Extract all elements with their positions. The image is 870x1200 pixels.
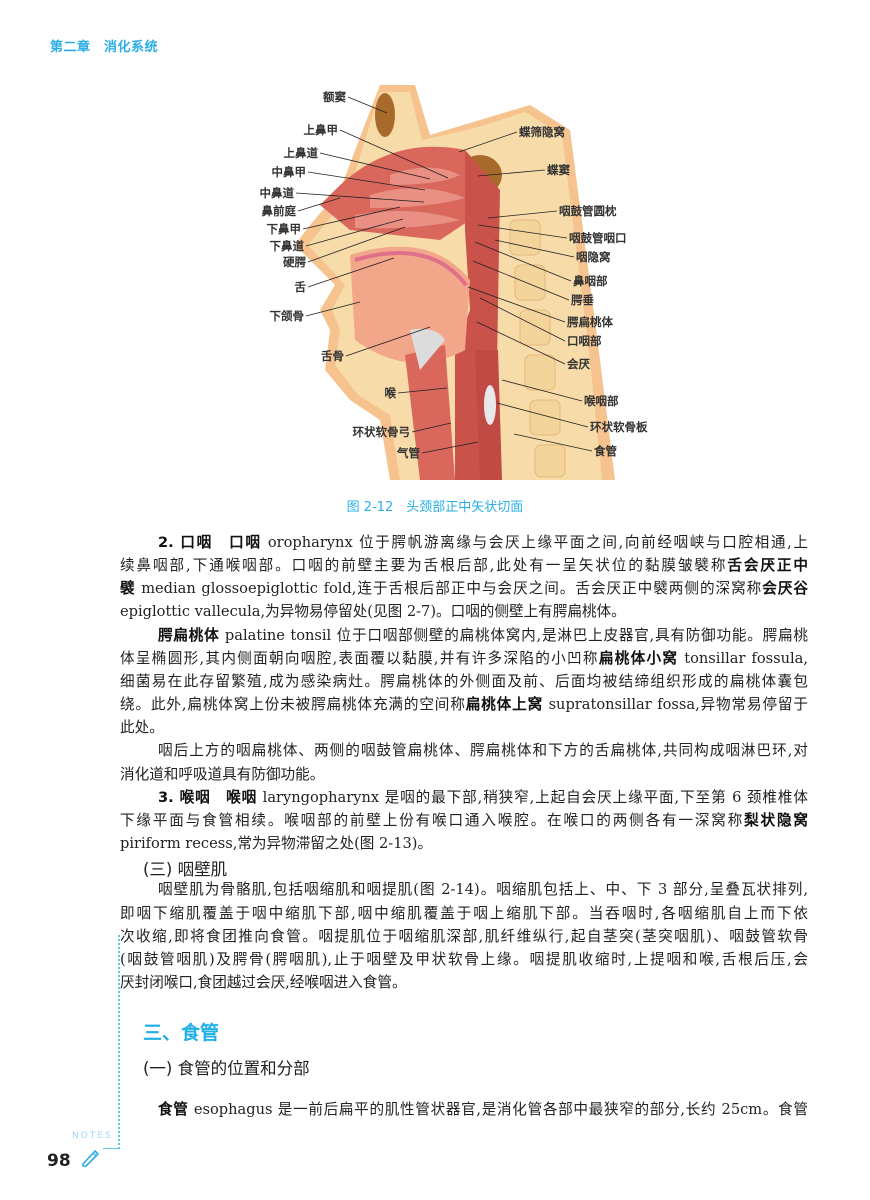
section-heading: 三、食管 xyxy=(143,1022,220,1044)
figure-label: 会厌 xyxy=(567,357,590,371)
text-line: epiglottic vallecula,为异物易停留处(见图 2-7)。口咽的… xyxy=(120,600,808,623)
text-segment: 次收缩,即将食团推向食管。咽提肌位于咽缩肌深部,肌纤维纵行,起自茎突(茎突咽肌)… xyxy=(120,927,808,945)
text-line: 咽后上方的咽扁桃体、两侧的咽鼓管扁桃体、腭扁桃体和下方的舌扁桃体,共同构成咽淋巴… xyxy=(158,739,808,762)
figure-label: 咽鼓管咽口 xyxy=(569,231,627,245)
text-segment: supratonsillar fossa,异物常易停留于 xyxy=(543,696,808,714)
text-segment: tonsillar fossula, xyxy=(678,649,808,667)
head-neck-sagittal-illustration xyxy=(295,85,615,480)
text-line: 次收缩,即将食团推向食管。咽提肌位于咽缩肌深部,肌纤维纵行,起自茎突(茎突咽肌)… xyxy=(120,925,808,948)
bold-term: 襞 xyxy=(120,580,136,598)
text-segment: laryngopharynx 是咽的最下部,稍狭窄,上起自会厌上缘平面,下至第 … xyxy=(257,788,808,806)
text-segment: 厌封闭喉口,食团越过会厌,经喉咽进入食管。 xyxy=(120,974,407,992)
text-line: 2. 口咽 口咽 oropharynx 位于腭帆游离缘与会厌上缘平面之间,向前经… xyxy=(158,531,808,554)
bold-term: 会厌谷 xyxy=(762,580,808,598)
bold-term: 舌会厌正中 xyxy=(727,557,808,575)
text-line: 腭扁桃体 palatine tonsil 位于口咽部侧壁的扁桃体窝内,是淋巴上皮… xyxy=(158,624,808,647)
text-line: 咽壁肌为骨骼肌,包括咽缩肌和咽提肌(图 2-14)。咽缩肌包括上、中、下 3 部… xyxy=(158,878,808,901)
text-segment: epiglottic vallecula,为异物易停留处(见图 2-7)。口咽的… xyxy=(120,603,626,621)
text-line: 食管 esophagus 是一前后扁平的肌性管状器官,是消化管各部中最狭窄的部分… xyxy=(158,1098,808,1121)
figure-label: 鼻咽部 xyxy=(573,274,608,288)
text-line: 绕。此外,扁桃体窝上份未被腭扁桃体充满的空间称扁桃体上窝 supratonsil… xyxy=(120,693,808,716)
text-line: 即咽下缩肌覆盖于咽中缩肌下部,咽中缩肌覆盖于咽上缩肌下部。当吞咽时,各咽缩肌自上… xyxy=(120,902,808,925)
text-segment: esophagus 是一前后扁平的肌性管状器官,是消化管各部中最狭窄的部分,长约… xyxy=(188,1101,808,1118)
figure-label: 腭垂 xyxy=(571,293,594,307)
text-segment: piriform recess,常为异物滞留之处(图 2-13)。 xyxy=(120,835,433,853)
figure-label: 中鼻道 xyxy=(259,186,295,200)
text-line: 襞 median glossoepiglottic fold,连于舌根后部正中与… xyxy=(120,577,808,600)
text-line: 3. 喉咽 喉咽 laryngopharynx 是咽的最下部,稍狭窄,上起自会厌… xyxy=(158,786,808,809)
figure-label: 下鼻甲 xyxy=(266,222,302,236)
bold-term: 腭扁桃体 xyxy=(158,626,220,644)
text-line: (咽鼓管咽肌)及腭骨(腭咽肌),止于咽壁及甲状软骨上缘。咽提肌收缩时,上提咽和喉… xyxy=(120,948,808,971)
text-segment: median glossoepiglottic fold,连于舌根后部正中与会厌… xyxy=(135,580,763,598)
figure-label: 下鼻道 xyxy=(269,239,305,253)
text-segment: 即咽下缩肌覆盖于咽中缩肌下部,咽中缩肌覆盖于咽上缩肌下部。当吞咽时,各咽缩肌自上… xyxy=(120,904,808,922)
text-line: 消化道和呼吸道具有防御功能。 xyxy=(120,763,808,786)
text-line: 此处。 xyxy=(120,716,808,739)
subsection-heading: (一) 食管的位置和分部 xyxy=(143,1059,310,1078)
figure-label: 蝶窦 xyxy=(547,163,570,177)
bold-term: 2. 口咽 口咽 xyxy=(158,534,262,551)
text-segment: palatine tonsil 位于口咽部侧壁的扁桃体窝内,是淋巴上皮器官,具有… xyxy=(219,626,808,644)
text-line: 厌封闭喉口,食团越过会厌,经喉咽进入食管。 xyxy=(120,971,808,994)
figure-label: 口咽部 xyxy=(567,334,602,348)
bold-term: 食管 xyxy=(158,1101,189,1118)
figure-label: 舌骨 xyxy=(321,349,344,363)
figure-caption: 图 2-12 头颈部正中矢状切面 xyxy=(346,500,524,515)
figure-label: 咽鼓管圆枕 xyxy=(559,204,617,218)
notes-label: NOTES xyxy=(72,1131,113,1141)
figure-label: 环状软骨板 xyxy=(590,420,648,434)
figure-label: 额窦 xyxy=(323,90,346,104)
figure-label: 喉咽部 xyxy=(584,394,619,408)
text-segment: 此处。 xyxy=(120,719,164,737)
bold-term: 3. 喉咽 喉咽 xyxy=(158,788,258,806)
text-segment: 续鼻咽部,下通喉咽部。口咽的前壁主要为舌根后部,此处有一呈矢状位的黏膜皱襞称 xyxy=(120,557,728,575)
text-line: 续鼻咽部,下通喉咽部。口咽的前壁主要为舌根后部,此处有一呈矢状位的黏膜皱襞称舌会… xyxy=(120,554,808,577)
bold-term: 扁桃体小窝 xyxy=(598,649,679,667)
bold-term: 扁桃体上窝 xyxy=(465,696,544,714)
text-segment: 下缘平面与食管相续。喉咽部的前壁上份有喉口通入喉腔。在喉口的两侧各有一深窝称 xyxy=(120,811,745,829)
figure-label: 中鼻甲 xyxy=(271,165,307,179)
figure-label: 环状软骨弓 xyxy=(352,425,411,439)
notes-margin-line-end xyxy=(103,1148,120,1149)
text-segment: 咽壁肌为骨骼肌,包括咽缩肌和咽提肌(图 2-14)。咽缩肌包括上、中、下 3 部… xyxy=(158,881,808,899)
text-segment: 绕。此外,扁桃体窝上份未被腭扁桃体充满的空间称 xyxy=(120,696,466,714)
text-segment: 消化道和呼吸道具有防御功能。 xyxy=(120,765,325,783)
text-segment: oropharynx 位于腭帆游离缘与会厌上缘平面之间,向前经咽峡与口腔相通,上 xyxy=(261,534,809,551)
page-number: 98 xyxy=(47,1151,71,1171)
text-line: piriform recess,常为异物滞留之处(图 2-13)。 xyxy=(120,832,808,855)
text-line: 细菌易在此存留繁殖,成为感染病灶。腭扁桃体的外侧面及前、后面均被结缔组织形成的扁… xyxy=(120,670,808,693)
bold-term: 梨状隐窝 xyxy=(744,811,808,829)
figure-label: 硬腭 xyxy=(283,255,306,269)
text-segment: (咽鼓管咽肌)及腭骨(腭咽肌),止于咽壁及甲状软骨上缘。咽提肌收缩时,上提咽和喉… xyxy=(120,950,808,968)
subsection-heading: (三) 咽壁肌 xyxy=(143,860,228,880)
figure-label: 食管 xyxy=(594,444,617,458)
figure-label: 腭扁桃体 xyxy=(567,315,613,329)
figure-label: 上鼻道 xyxy=(283,146,319,160)
text-segment: 细菌易在此存留繁殖,成为感染病灶。腭扁桃体的外侧面及前、后面均被结缔组织形成的扁… xyxy=(120,672,808,690)
text-line: 体呈椭圆形,其内侧面朝向咽腔,表面覆以黏膜,并有许多深陷的小凹称扁桃体小窝 to… xyxy=(120,647,808,670)
text-segment: 体呈椭圆形,其内侧面朝向咽腔,表面覆以黏膜,并有许多深陷的小凹称 xyxy=(120,649,599,667)
figure-label: 蝶筛隐窝 xyxy=(519,125,565,139)
figure-label: 喉 xyxy=(384,386,397,400)
text-segment: 咽后上方的咽扁桃体、两侧的咽鼓管扁桃体、腭扁桃体和下方的舌扁桃体,共同构成咽淋巴… xyxy=(158,742,808,760)
pencil-icon xyxy=(82,1150,99,1167)
anatomy-figure: 额窦上鼻甲上鼻道中鼻甲中鼻道鼻前庭下鼻甲下鼻道硬腭舌下颌骨舌骨喉环状软骨弓气管 … xyxy=(240,80,660,480)
chapter-header: 第二章 消化系统 xyxy=(50,40,159,55)
figure-label: 下颌骨 xyxy=(269,309,305,323)
figure-label: 舌 xyxy=(294,280,307,294)
text-line: 下缘平面与食管相续。喉咽部的前壁上份有喉口通入喉腔。在喉口的两侧各有一深窝称梨状… xyxy=(120,809,808,832)
figure-label: 咽隐窝 xyxy=(576,250,611,264)
figure-label: 上鼻甲 xyxy=(303,123,339,137)
figure-label: 气管 xyxy=(397,446,420,460)
notes-margin-line xyxy=(118,935,120,1149)
figure-label: 鼻前庭 xyxy=(261,204,297,218)
